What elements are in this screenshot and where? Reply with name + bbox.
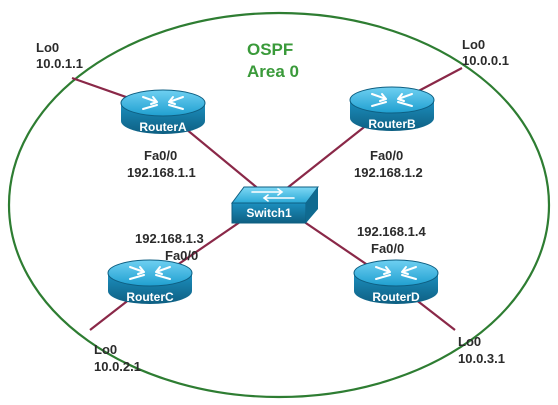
area-name-label: Area 0: [247, 62, 299, 81]
router-d-name: RouterD: [372, 290, 420, 304]
ospf-area-boundary: [7, 11, 551, 399]
router-c-lo-if: Lo0: [94, 342, 117, 357]
router-b[interactable]: RouterB: [349, 86, 435, 131]
router-d-lo-if: Lo0: [458, 334, 481, 349]
router-a-arrows-icon: [142, 96, 184, 110]
router-c-arrows-icon: [129, 266, 171, 280]
router-d[interactable]: RouterD: [353, 259, 439, 304]
router-a-fa-if: Fa0/0: [144, 148, 177, 163]
router-c-fa-ip: 192.168.1.3: [135, 231, 204, 246]
router-d-fa-ip: 192.168.1.4: [357, 224, 426, 239]
router-b-name: RouterB: [368, 117, 416, 131]
switch1-name: Switch1: [246, 206, 292, 220]
switch1[interactable]: Switch1: [231, 186, 319, 224]
area-protocol-label: OSPF: [247, 40, 293, 59]
router-a-name: RouterA: [139, 120, 187, 134]
switch-arrows-icon: [251, 188, 295, 202]
router-a-fa-ip: 192.168.1.1: [127, 165, 196, 180]
router-b-lo-if: Lo0: [462, 37, 485, 52]
router-b-fa-ip: 192.168.1.2: [354, 165, 423, 180]
router-b-fa-if: Fa0/0: [370, 148, 403, 163]
router-a-lo-ip: 10.0.1.1: [36, 56, 83, 71]
router-c[interactable]: RouterC: [107, 259, 193, 304]
router-c-lo-ip: 10.0.2.1: [94, 359, 141, 374]
router-c-fa-if: Fa0/0: [165, 248, 198, 263]
router-d-arrows-icon: [375, 266, 417, 280]
router-b-lo-ip: 10.0.0.1: [462, 53, 509, 68]
router-a[interactable]: RouterA: [120, 89, 206, 134]
router-a-lo-if: Lo0: [36, 40, 59, 55]
router-d-fa-if: Fa0/0: [371, 241, 404, 256]
router-d-lo-ip: 10.0.3.1: [458, 351, 505, 366]
router-b-arrows-icon: [371, 93, 413, 107]
router-c-name: RouterC: [126, 290, 174, 304]
